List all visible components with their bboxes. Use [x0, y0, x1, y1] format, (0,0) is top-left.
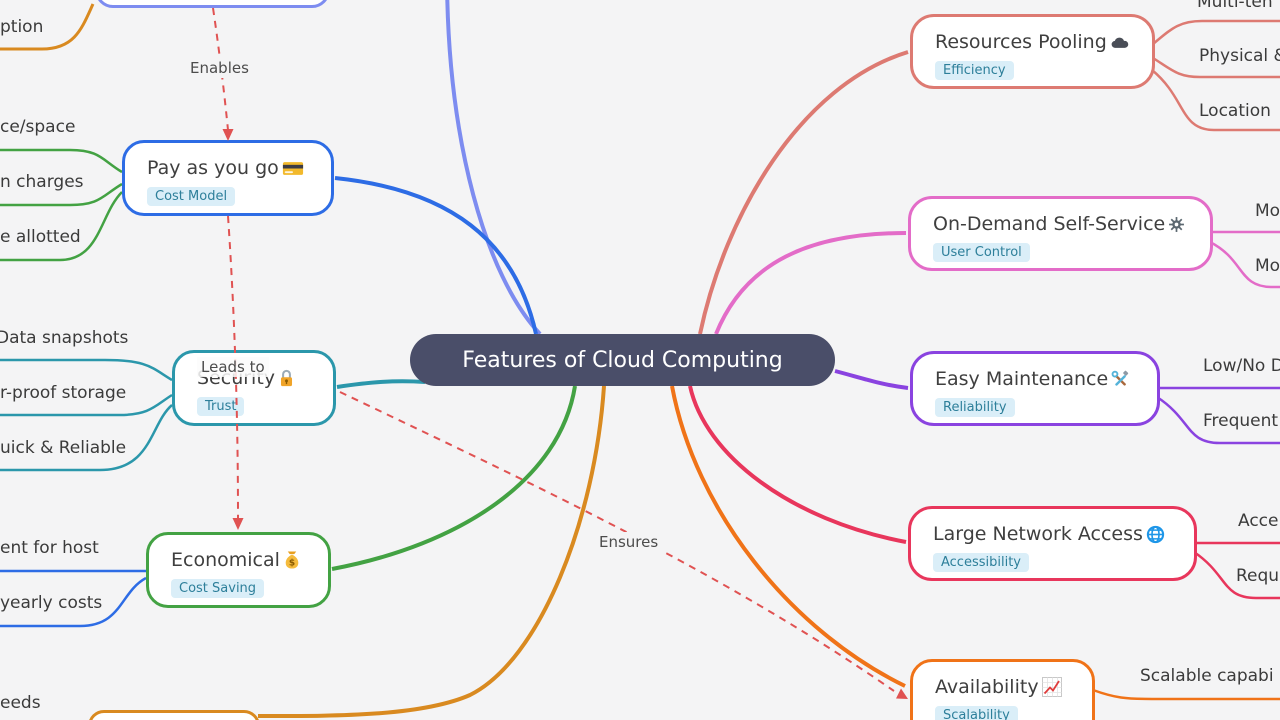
leaf-label[interactable]: e allotted	[0, 227, 81, 247]
subbranch	[0, 148, 123, 174]
edge-label-leads-to: Leads to	[197, 357, 269, 377]
leaf-label[interactable]: n charges	[0, 172, 84, 192]
cloud-icon	[1110, 34, 1130, 50]
node-title: Availability	[935, 676, 1039, 698]
leaf-label[interactable]: ption	[0, 17, 44, 37]
branch-top-node	[445, 0, 542, 336]
node-badge: Scalability	[935, 706, 1018, 720]
leaf-label[interactable]: Acce	[1238, 511, 1279, 531]
gear-icon	[1168, 216, 1185, 233]
node-badge: Accessibility	[933, 553, 1029, 572]
subbranch	[1092, 688, 1280, 701]
subbranch	[1152, 19, 1280, 45]
leaf-label[interactable]: r-proof storage	[0, 383, 127, 403]
central-topic[interactable]: Features of Cloud Computing	[410, 334, 835, 386]
node-title: Economical	[171, 549, 280, 571]
node-title: Pay as you go	[147, 157, 279, 179]
branch-easy-maintenance	[834, 369, 909, 390]
node-on-demand-self-service[interactable]: On-Demand Self-Service User Control	[908, 196, 1213, 271]
node-easy-maintenance[interactable]: Easy Maintenance Reliability	[910, 351, 1160, 426]
node-bottom-cutoff[interactable]	[88, 710, 260, 720]
node-economical[interactable]: Economical $ Cost Saving	[146, 532, 331, 608]
node-title: Easy Maintenance	[935, 368, 1109, 390]
branch-economical	[331, 385, 577, 571]
leaf-label[interactable]: Mo	[1255, 256, 1280, 276]
leaf-label[interactable]: yearly costs	[0, 593, 103, 613]
leaf-label[interactable]: Physical &	[1199, 46, 1280, 66]
node-availability[interactable]: Availability Scalability	[910, 659, 1095, 720]
node-pay-as-you-go[interactable]: Pay as you go Cost Model	[122, 140, 334, 216]
leaf-label[interactable]: Multi-ten	[1197, 0, 1273, 12]
node-badge: Efficiency	[935, 61, 1014, 80]
lock-icon	[278, 369, 295, 388]
leaf-label[interactable]: Scalable capabi	[1140, 666, 1274, 686]
edge-label-enables: Enables	[186, 58, 253, 78]
leaf-label[interactable]: Frequent	[1203, 411, 1279, 431]
central-topic-title: Features of Cloud Computing	[462, 347, 783, 373]
tools-icon	[1111, 370, 1130, 389]
branch-resources-pooling	[698, 50, 909, 335]
chart-line-icon	[1041, 677, 1062, 697]
node-title: Resources Pooling	[935, 31, 1107, 53]
leaf-label[interactable]: Mo	[1255, 201, 1280, 221]
leaf-label[interactable]: Requ	[1236, 566, 1280, 586]
node-badge: Reliability	[935, 398, 1015, 417]
globe-icon	[1146, 525, 1165, 544]
leaf-label[interactable]: Location	[1199, 101, 1271, 121]
leaf-label[interactable]: eeds	[0, 693, 41, 713]
leaf-label[interactable]: ent for host	[0, 538, 99, 558]
leaf-label[interactable]: ce/space	[0, 117, 76, 137]
money-bag-icon: $	[283, 550, 301, 570]
node-resources-pooling[interactable]: Resources Pooling Efficiency	[910, 14, 1155, 89]
leaf-label[interactable]: uick & Reliable	[0, 438, 127, 458]
node-title: Large Network Access	[933, 523, 1143, 545]
node-large-network-access[interactable]: Large Network Access Accessibility	[908, 506, 1197, 581]
node-badge: User Control	[933, 243, 1030, 262]
branch-large-network	[688, 385, 907, 544]
credit-card-icon	[282, 160, 304, 177]
edge-label-ensures: Ensures	[595, 532, 663, 552]
subbranch	[0, 358, 173, 382]
leaf-label[interactable]: Data snapshots	[0, 328, 129, 348]
node-top-cutoff[interactable]	[95, 0, 330, 8]
leaf-label[interactable]: Low/No D	[1203, 356, 1280, 376]
node-badge: Cost Model	[147, 187, 236, 206]
branch-pay-as-you-go	[334, 176, 538, 335]
svg-text:$: $	[289, 559, 295, 569]
branch-availability	[670, 385, 906, 688]
branch-on-demand	[714, 231, 907, 335]
arrowhead	[232, 518, 244, 530]
node-title: On-Demand Self-Service	[933, 213, 1166, 235]
node-badge: Cost Saving	[171, 579, 265, 598]
arrowhead	[896, 688, 908, 699]
branch-security	[336, 379, 426, 389]
node-badge: Trust	[197, 397, 245, 416]
